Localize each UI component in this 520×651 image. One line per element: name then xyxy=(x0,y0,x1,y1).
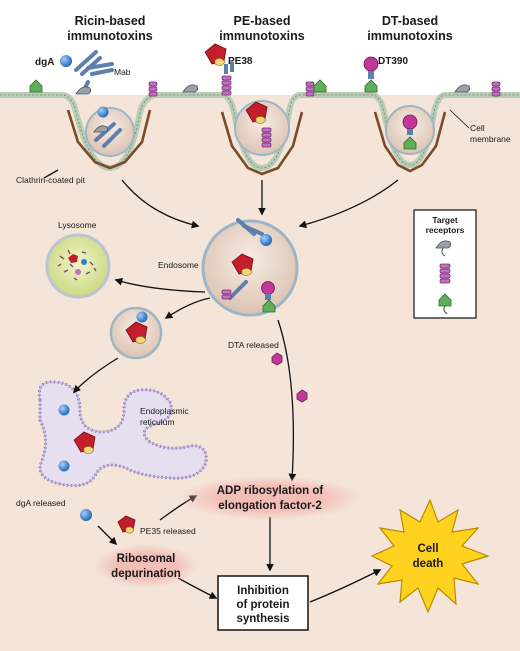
header-pe-line2: immunotoxins xyxy=(219,29,304,43)
dt-immunotoxin-surface xyxy=(363,56,379,93)
surface-receptors xyxy=(29,79,501,97)
pit-vesicles xyxy=(85,100,435,157)
released-toxins xyxy=(80,352,308,534)
process-depurination-line1: Ribosomal xyxy=(117,553,176,565)
label-cell-membrane-line1: Cell xyxy=(470,123,485,133)
header-pe-line1: PE-based xyxy=(234,14,291,28)
label-er-line1: Endoplasmic xyxy=(140,406,189,416)
endoplasmic-reticulum xyxy=(37,380,208,488)
label-clathrin-pit: Clathrin-coated pit xyxy=(16,175,86,185)
legend-box: Target receptors xyxy=(413,209,477,319)
process-depurination-line2: depurination xyxy=(111,568,181,580)
legend-receptor-grey-icon xyxy=(435,240,452,249)
legend-title-line1: Target xyxy=(432,215,458,225)
label-mab: Mab xyxy=(114,67,131,77)
process-adp-line1: ADP ribosylation of xyxy=(217,485,324,497)
header-dt-line2: immunotoxins xyxy=(367,29,452,43)
legend-receptor-green-icon xyxy=(438,293,452,307)
cell-death-burst xyxy=(370,498,490,614)
label-pe38: PE38 xyxy=(228,56,253,67)
process-adp-line2: elongation factor-2 xyxy=(218,500,322,512)
label-dga: dgA xyxy=(35,57,54,68)
label-dt390: DT390 xyxy=(378,56,408,67)
label-cell-membrane-line2: membrane xyxy=(470,134,511,144)
header-ricin-line2: immunotoxins xyxy=(67,29,152,43)
label-lysosome: Lysosome xyxy=(58,220,97,230)
process-inhibition-line2: of protein xyxy=(236,599,289,611)
pe-immunotoxin-surface xyxy=(204,43,234,96)
lysosome xyxy=(45,233,111,299)
label-er-line2: reticulum xyxy=(140,417,174,427)
process-inhibition-line1: Inhibition xyxy=(237,585,289,597)
label-endosome: Endosome xyxy=(158,260,199,270)
legend-receptor-purple-icon xyxy=(439,263,451,284)
transport-vesicle xyxy=(109,306,163,360)
clathrin-coat-ricin xyxy=(66,109,447,176)
label-dta-released: DTA released xyxy=(228,340,279,350)
label-pe35-released: PE35 released xyxy=(140,526,196,536)
process-death-line2: death xyxy=(413,558,444,570)
process-death-line1: Cell xyxy=(417,543,438,555)
legend-title-line2: receptors xyxy=(426,225,465,235)
label-dga-released: dgA released xyxy=(16,498,66,508)
extracellular-space xyxy=(0,0,520,95)
process-inhibition-line3: synthesis xyxy=(236,613,289,625)
header-dt-line1: DT-based xyxy=(382,14,438,28)
inhibition-box xyxy=(217,575,309,631)
header-ricin-line1: Ricin-based xyxy=(75,14,146,28)
ricin-immunotoxin-surface xyxy=(60,50,114,95)
endosome xyxy=(201,218,299,317)
